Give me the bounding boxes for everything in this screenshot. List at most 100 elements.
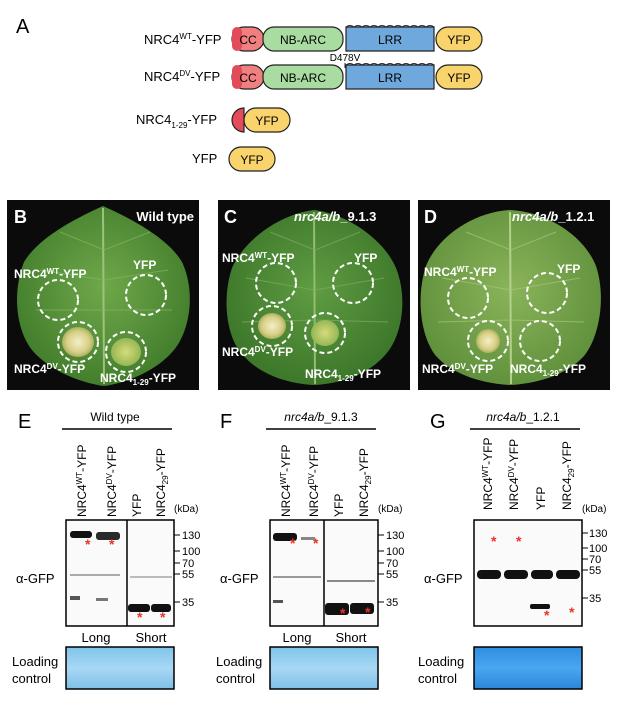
yfp-tag <box>435 26 483 52</box>
yfp-label: YFP <box>240 153 263 167</box>
blot-title: Wild type <box>90 410 140 424</box>
nonspecific-band <box>273 576 321 578</box>
loading-control-label: control <box>418 671 457 686</box>
lane-label: NRC4DV-YFP <box>507 439 521 510</box>
lrr-wave <box>345 63 435 66</box>
infiltration-circle <box>57 321 99 363</box>
lane-labels: NRC4WT-YFP NRC4DV-YFP YFP NRC429-YFP <box>279 445 373 517</box>
loading-control-gel <box>473 646 583 690</box>
lrr-label: LRR <box>378 71 402 85</box>
panel-c: C nrc4a/b_9.1.3 NRC4WT-YFP YFP NRC4DV-YF… <box>218 200 410 390</box>
lane-label: YFP <box>534 487 548 510</box>
exposure-label: Long <box>82 630 111 645</box>
infiltration-circle <box>304 312 346 354</box>
lane-labels: NRC4WT-YFP NRC4DV-YFP YFP NRC429-YFP <box>481 438 576 510</box>
lane-label: NRC429-YFP <box>154 448 170 517</box>
leaf-label-yfp: YFP <box>354 251 377 265</box>
asterisks: * * * * <box>290 535 371 621</box>
panel-g: G nrc4a/b_1.2.1 NRC4WT-YFP NRC4DV-YFP YF… <box>418 410 607 690</box>
asterisks: * * * * <box>491 533 575 623</box>
mutation-label: D478V <box>330 53 361 64</box>
construct-diagram-yfp: YFP <box>228 146 276 172</box>
nbarc-domain <box>262 64 344 90</box>
marker-label: 55 <box>589 565 601 577</box>
panel-a: A NRC4WT-YFP CC NB-ARC LRR YFP D478V NRC… <box>16 16 483 172</box>
construct-label: NRC4DV-YFP <box>144 69 220 84</box>
panel-letter: G <box>430 411 446 433</box>
asterisk: * <box>85 536 91 552</box>
construct-diagram-dv: CC NB-ARC LRR YFP <box>231 63 483 90</box>
yfp-tag <box>435 64 483 90</box>
marker-label: 35 <box>386 597 398 609</box>
lane-label: NRC4DV-YFP <box>307 446 321 517</box>
marker-label: 35 <box>182 597 194 609</box>
panel-letter: E <box>18 411 31 433</box>
leaf-veins <box>437 231 585 323</box>
panel-letter: F <box>220 411 232 433</box>
molecular-weight-markers: 130 100 70 55 35 <box>378 530 404 609</box>
panel-b: B Wild type NRC4WT-YFP YFP NRC4DV-YFP NR… <box>7 200 199 390</box>
lane-label: NRC429-YFP <box>560 441 576 510</box>
construct-label: YFP <box>192 151 217 166</box>
loading-control-label: Loading <box>418 654 464 669</box>
lesion-spot <box>476 329 500 353</box>
marker-label: 35 <box>589 593 601 605</box>
infiltration-circle <box>519 320 561 362</box>
loading-control-label: Loading <box>12 654 58 669</box>
leaf-label-1-29: NRC41-29-YFP <box>100 371 176 387</box>
band <box>350 603 374 614</box>
leaf-label-yfp: YFP <box>557 262 580 276</box>
panel-d: D nrc4a/b_1.2.1 NRC4WT-YFP YFP NRC4DV-YF… <box>418 200 610 390</box>
lane-label: YFP <box>130 494 144 517</box>
asterisk: * <box>516 533 522 549</box>
leaf-veins <box>36 231 172 311</box>
band <box>273 600 283 603</box>
lane-label: NRC4WT-YFP <box>279 445 293 517</box>
leaf-label-1-29: NRC41-29-YFP <box>510 362 586 378</box>
exposure-label: Short <box>335 630 366 645</box>
infiltration-circle <box>526 272 568 314</box>
cc-fragment <box>231 107 245 133</box>
infiltration-circle <box>447 277 489 319</box>
leaf-midrib <box>313 211 316 385</box>
kda-unit-label: (kDa) <box>582 504 606 515</box>
yfp-tag <box>228 146 276 172</box>
antibody-label: α-GFP <box>424 571 463 586</box>
band <box>70 531 92 538</box>
blot-title: nrc4a/b_1.2.1 <box>486 410 560 424</box>
marker-label: 100 <box>589 543 607 555</box>
leaf-label-wt: NRC4WT-YFP <box>14 267 86 281</box>
molecular-weight-markers: 130 100 70 55 35 <box>582 528 607 605</box>
panel-letter: C <box>224 207 237 227</box>
marker-label: 130 <box>589 528 607 540</box>
panel-title: Wild type <box>136 209 194 224</box>
leaf-label-wt: NRC4WT-YFP <box>222 251 294 265</box>
loading-control-label: control <box>12 671 51 686</box>
marker-label: 130 <box>182 530 200 542</box>
kda-unit-label: (kDa) <box>378 504 402 515</box>
band <box>325 603 349 615</box>
band <box>530 604 550 609</box>
chlorotic-spot <box>111 338 141 366</box>
lrr-label: LRR <box>378 33 402 47</box>
asterisk: * <box>109 536 115 552</box>
leaf-label-yfp: YFP <box>133 258 156 272</box>
leaf-label-wt: NRC4WT-YFP <box>424 265 496 279</box>
nbarc-domain <box>262 26 344 52</box>
asterisk: * <box>290 535 296 551</box>
band <box>477 570 501 579</box>
infiltration-circle <box>255 262 297 304</box>
chlorotic-spot <box>311 320 339 346</box>
panel-letter: A <box>16 16 30 38</box>
leaf-label-dv: NRC4DV-YFP <box>222 345 293 359</box>
marker-label: 70 <box>182 558 194 570</box>
nonspecific-band <box>70 574 120 576</box>
cc-label: CC <box>239 33 257 47</box>
loading-control-gel <box>65 646 175 690</box>
construct-label: NRC4WT-YFP <box>144 32 221 47</box>
yfp-label: YFP <box>447 33 470 47</box>
lane-label: NRC4WT-YFP <box>481 438 495 510</box>
asterisk: * <box>313 535 319 551</box>
nbarc-label: NB-ARC <box>280 33 326 47</box>
